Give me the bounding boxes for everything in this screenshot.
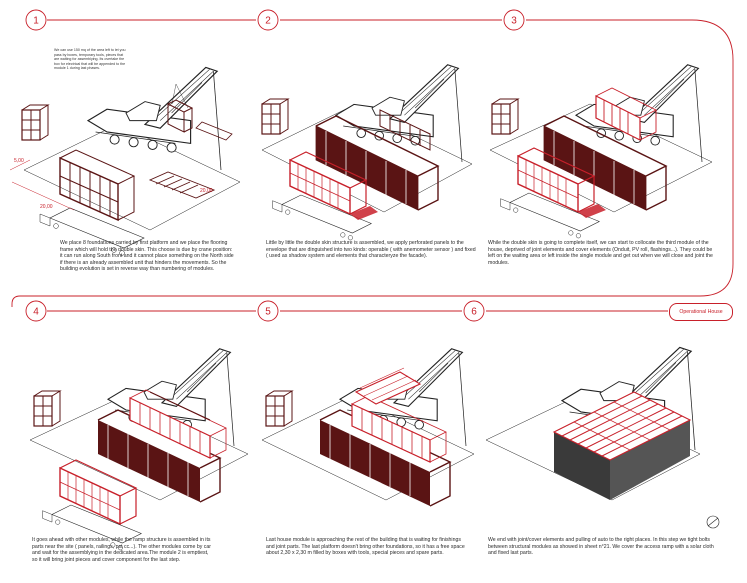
- step-1-caption: We place 8 foundations carried by first …: [60, 240, 234, 273]
- step-5-number: 5: [265, 307, 271, 318]
- dimension-width: 5,00: [14, 158, 24, 164]
- step-3-number: 3: [511, 16, 517, 27]
- step-2-number: 2: [265, 16, 271, 27]
- step-1-marker: 1: [25, 9, 47, 31]
- step-4-marker: 4: [25, 300, 47, 322]
- step-5-marker: 5: [257, 300, 279, 322]
- step-5-illustration: [261, 348, 475, 507]
- dimension-length: 20,00: [40, 204, 53, 210]
- dimension-depth: 20,00: [200, 188, 213, 194]
- step-2-caption: Little by little the double skin structu…: [266, 240, 476, 260]
- step-6-marker: 6: [463, 300, 485, 322]
- step-1-number: 1: [33, 16, 39, 27]
- step-3-caption: While the double skin is going to comple…: [488, 240, 713, 266]
- step-frame-lines: [11, 19, 734, 312]
- step-4-number: 4: [33, 307, 39, 318]
- step-6-caption: We end with joint/cover elements and pul…: [488, 537, 714, 557]
- step-6-illustration: [485, 346, 720, 529]
- step-3-marker: 3: [503, 9, 525, 31]
- step-4-caption: It goes ahead with other modules, while …: [32, 537, 211, 563]
- step-5-caption: Last house module is approaching the res…: [266, 537, 465, 557]
- step-2-marker: 2: [257, 9, 279, 31]
- step-1-note: We can use 150 mq of the area left to le…: [54, 48, 126, 70]
- step-3-illustration: [489, 64, 713, 239]
- step-2-illustration: [261, 64, 473, 241]
- step-1-illustration: 5,00 20,00 20,00: [9, 66, 241, 256]
- step-4-illustration: [29, 348, 249, 551]
- operational-house-label: Operational House: [669, 303, 733, 321]
- step-6-number: 6: [471, 307, 477, 318]
